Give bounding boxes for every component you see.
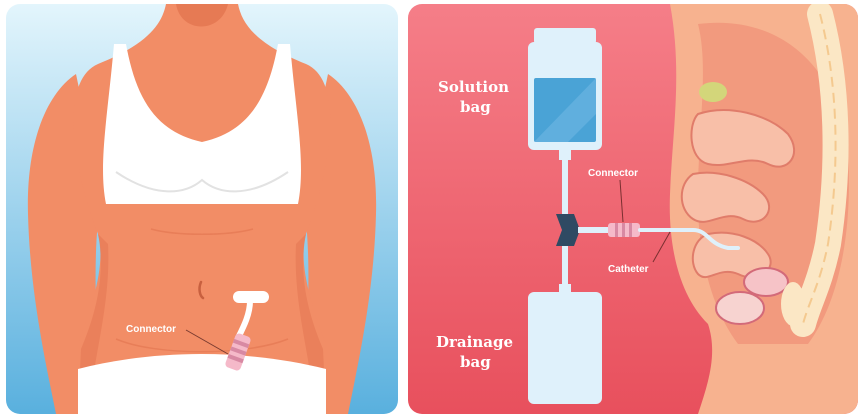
transfer-tube [578, 227, 608, 233]
liver [699, 82, 727, 102]
connector-label-left: Connector [126, 324, 176, 335]
supply-tube [562, 160, 568, 222]
connector-label-right: Connector [588, 168, 638, 179]
catheter-label: Catheter [608, 264, 649, 275]
drainage-bag-label-line1: Drainage [436, 333, 513, 351]
dialysis-diagram: Solution bag Drainage bag Connector Cath… [408, 4, 858, 414]
underwear [78, 354, 326, 414]
drainage-bag [528, 284, 602, 404]
solution-bag [528, 28, 602, 160]
front-torso-illustration: Connector [6, 4, 398, 414]
drainage-bag-label-line2: bag [460, 353, 491, 371]
front-view-panel: Connector [6, 4, 398, 414]
solution-bag-label-line2: bag [460, 98, 491, 116]
dialysis-setup-panel: Solution bag Drainage bag Connector Cath… [408, 4, 858, 414]
solution-bag-label-line1: Solution [438, 78, 509, 96]
connector-inline [608, 223, 640, 237]
